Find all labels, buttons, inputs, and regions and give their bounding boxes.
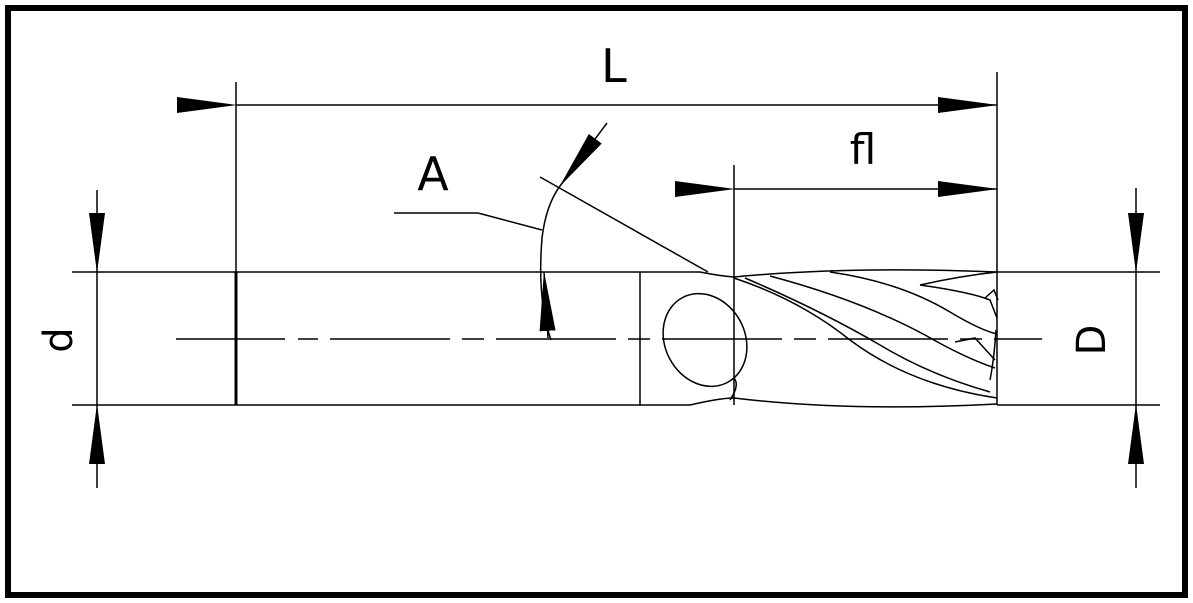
cutting-diameter-label: D [1069, 325, 1115, 356]
angle-label: A [417, 147, 449, 201]
dimension-overall-length [177, 82, 998, 272]
flute-length-label: fl [850, 125, 876, 174]
shank-diameter-label: d [36, 327, 82, 352]
drawing-frame [5, 5, 1188, 598]
dimension-angle [394, 122, 709, 341]
overall-length-label: L [601, 39, 627, 93]
